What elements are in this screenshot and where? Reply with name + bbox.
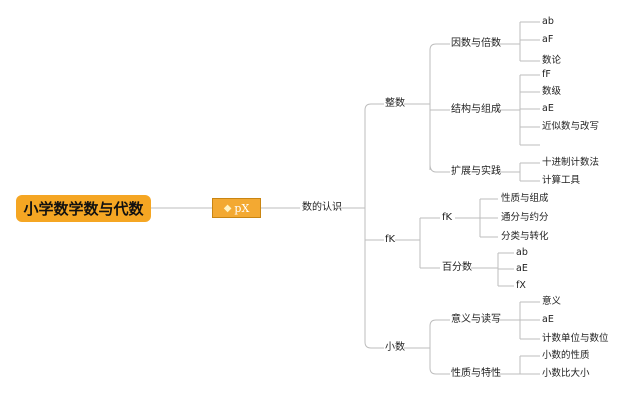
node-property[interactable]: 性质与特性 [451, 368, 501, 379]
leaf-fk-1[interactable]: 通分与约分 [501, 212, 549, 223]
leaf-factor-2[interactable]: 数论 [542, 55, 562, 66]
leaf-meaning-1[interactable]: aE [542, 314, 554, 325]
node-fraction[interactable]: fK [385, 234, 396, 245]
node-factor-multiple[interactable]: 因数与倍数 [451, 38, 501, 49]
leaf-factor-1[interactable]: aF [542, 34, 554, 45]
gem-icon: ◆ [223, 202, 232, 214]
leaf-fk-0[interactable]: 性质与组成 [501, 193, 549, 204]
node-structure[interactable]: 结构与组成 [451, 104, 501, 115]
root-node[interactable]: 小学数学数与代数 [16, 195, 151, 222]
node-meaning-rw[interactable]: 意义与读写 [451, 314, 501, 325]
leaf-structure-0[interactable]: fF [542, 69, 551, 80]
node-fk[interactable]: fK [442, 212, 453, 223]
leaf-structure-1[interactable]: 数级 [542, 86, 562, 97]
node-extend-practice[interactable]: 扩展与实践 [451, 166, 501, 177]
leaf-factor-0[interactable]: ab [542, 16, 554, 27]
leaf-structure-2[interactable]: aE [542, 103, 554, 114]
leaf-percent-0[interactable]: ab [516, 247, 528, 258]
leaf-percent-2[interactable]: fX [516, 280, 526, 291]
leaf-structure-3[interactable]: 近似数与改写 [542, 121, 600, 132]
node-decimal[interactable]: 小数 [385, 342, 405, 353]
leaf-meaning-2[interactable]: 计数单位与数位 [542, 333, 609, 344]
leaf-property-0[interactable]: 小数的性质 [542, 350, 590, 361]
center-node[interactable]: ◆ pX [212, 198, 261, 218]
center-node-label: pX [234, 201, 250, 215]
leaf-property-1[interactable]: 小数比大小 [542, 368, 590, 379]
node-integer[interactable]: 整数 [385, 98, 405, 109]
leaf-fk-2[interactable]: 分类与转化 [501, 231, 549, 242]
node-number-recognition[interactable]: 数的认识 [302, 202, 342, 213]
leaf-extend-0[interactable]: 十进制计数法 [542, 157, 600, 168]
node-percent[interactable]: 百分数 [442, 262, 472, 273]
leaf-extend-1[interactable]: 计算工具 [542, 175, 581, 186]
leaf-percent-1[interactable]: aE [516, 263, 528, 274]
leaf-meaning-0[interactable]: 意义 [542, 296, 562, 307]
